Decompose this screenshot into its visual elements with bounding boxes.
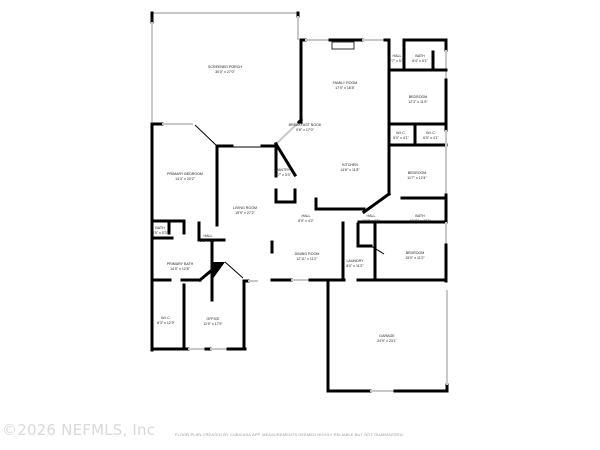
room-label-hall: HALL <box>204 234 213 238</box>
room-label-laundry: LAUNDRY <box>346 259 364 263</box>
kitchen-walls <box>273 141 366 211</box>
room-dimensions-office: 11'9" x 17'9" <box>203 322 223 326</box>
room-label-bedroom: BEDROOM <box>409 95 428 99</box>
room-label-primary-bedroom: PRIMARY BEDROOM <box>167 172 203 176</box>
room-dimensions-bedroom: 15'0" x 11'2" <box>405 256 425 260</box>
family-room-walls <box>275 38 391 145</box>
room-label-garage: GARAGE <box>379 334 395 338</box>
room-dimensions-w-i-c: 6'5" x 4'1" <box>423 136 439 140</box>
room-label-living-room: LIVING ROOM <box>233 206 257 210</box>
room-dimensions-bedroom: 11'7" x 12'4" <box>407 176 427 180</box>
room-dimensions-breakfast-nook: 9'8" x 17'0" <box>296 128 314 132</box>
room-dimensions-laundry: 8'0" x 11'2" <box>346 264 364 268</box>
room-label-bath: BATH <box>155 226 165 230</box>
room-label-pantry: PANTRY <box>276 168 291 172</box>
screened-porch-walls <box>150 11 300 122</box>
room-dimensions-pantry: 2'7" x 3'3" <box>275 173 291 177</box>
room-label-bedroom: BEDROOM <box>408 171 427 175</box>
room-label-w-i-c: W.I.C. <box>161 316 171 320</box>
room-label-bedroom: BEDROOM <box>406 251 425 255</box>
room-label-bath: BATH <box>415 214 425 218</box>
room-label-w-i-c: W.I.C. <box>396 131 406 135</box>
room-label-screened-porch: SCREENED PORCH <box>208 65 242 69</box>
room-dimensions-hall: 2'7" x 5'3" <box>389 59 405 63</box>
room-dimensions-hall: 8'9" x 4'2" <box>298 219 314 223</box>
room-dimensions-living-room: 15'9" x 27'2" <box>235 211 255 215</box>
room-dimensions-bedroom: 12'3" x 11'9" <box>408 100 428 104</box>
fireplace-icon <box>331 41 355 50</box>
mls-watermark: ©2026 NEFMLS, Inc <box>2 421 156 439</box>
room-label-bath: BATH <box>415 54 425 58</box>
stair-wedge <box>212 262 225 280</box>
room-dimensions-screened-porch: 30'0" x 27'0" <box>215 70 235 74</box>
room-label-dining-room: DINING ROOM <box>295 252 320 256</box>
room-label-primary-bath: PRIMARY BATH <box>167 262 194 266</box>
room-dimensions-primary-bedroom: 14'3" x 20'2" <box>175 177 195 181</box>
room-dimensions-w-i-c: 6'3" x 12'9" <box>157 321 175 325</box>
room-dimensions-dining-room: 12'11" x 11'2" <box>296 257 318 261</box>
room-dimensions-hall: 10'8" x 4'1" <box>362 219 380 223</box>
primary-bath-walls <box>150 219 244 351</box>
room-label-w-i-c: W.I.C. <box>426 131 436 135</box>
room-dimensions-hall: 3'5" x 3'6" <box>200 239 216 243</box>
room-label-hall: HALL <box>367 214 376 218</box>
room-label-family-room: FAMILY ROOM <box>333 81 358 85</box>
room-dimensions-bath: 8'4" x 5'1" <box>412 59 428 63</box>
room-dimensions-primary-bath: 14'5" x 12'8" <box>170 267 190 271</box>
room-label-office: OFFICE <box>206 317 220 321</box>
room-dimensions-w-i-c: 5'0" x 4'1" <box>393 136 409 140</box>
room-dimensions-kitchen: 14'6" x 11'8" <box>340 168 360 172</box>
room-dimensions-family-room: 17'0" x 16'8" <box>335 86 355 90</box>
bedroom-wing-walls <box>357 38 448 283</box>
dining-laundry-walls <box>270 221 448 282</box>
room-label-hall: HALL <box>393 54 402 58</box>
room-label-breakfast-nook: BREAKFAST NOOK <box>289 123 322 127</box>
room-dimensions-garage: 24'9" x 23'1" <box>377 339 397 343</box>
floor-plan-credit: FLOOR PLAN CREATED BY CUBICASA APP. MEAS… <box>175 432 405 437</box>
room-dimensions-bath: 10'11" x 4'11" <box>409 219 431 223</box>
room-label-kitchen: KITCHEN <box>342 163 358 167</box>
room-dimensions-bath: 3'5" x 5'3" <box>152 231 168 235</box>
office-walls <box>150 279 258 351</box>
garage-walls <box>326 279 449 393</box>
room-label-hall: HALL <box>302 214 311 218</box>
